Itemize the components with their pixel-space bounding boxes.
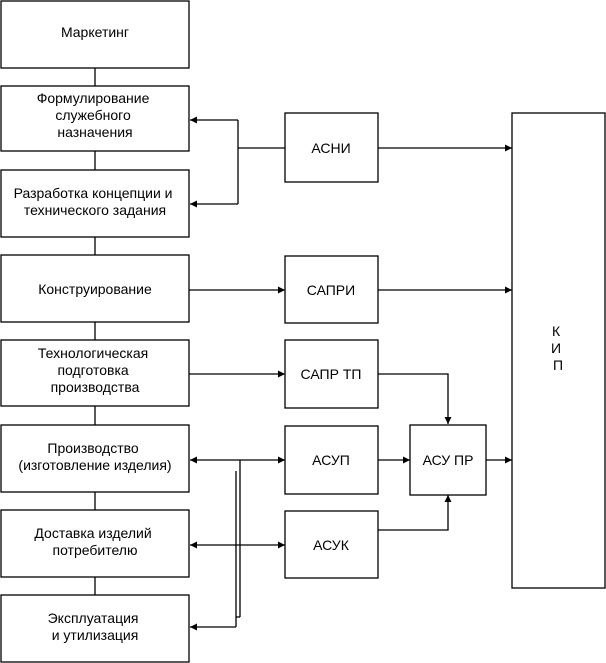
stage-formulation-line-2: служебного bbox=[55, 107, 131, 123]
stage-techprep: Технологическая подготовка производства bbox=[0, 339, 190, 407]
stage-design-line-1: Конструирование bbox=[38, 281, 152, 297]
system-boxes: АСНИ САПРИ САПР ТП АСУП АСУК bbox=[284, 112, 487, 579]
system-asupr-label: АСУ ПР bbox=[423, 452, 474, 468]
stage-production: Производство (изготовление изделия) bbox=[0, 424, 190, 493]
stage-marketing: Маркетинг bbox=[0, 0, 190, 69]
svg-text:Эксплуатация и утилиза: Эксплуатация и утилизация bbox=[48, 610, 143, 643]
svg-text:АСУП: АСУП bbox=[312, 452, 350, 468]
system-sapri-label: САПРИ bbox=[307, 282, 355, 298]
stage-production-line-2: (изготовление изделия) bbox=[18, 457, 171, 473]
system-asuk-label: АСУК bbox=[313, 537, 350, 553]
connectors bbox=[94, 68, 512, 631]
stage-formulation: Формулирование служебного назначения bbox=[0, 85, 190, 152]
system-asni-label: АСНИ bbox=[311, 140, 350, 156]
system-saprtp-label: САПР ТП bbox=[301, 366, 362, 382]
stage-concept: Разработка концепции и технического зада… bbox=[0, 169, 190, 238]
system-asup: АСУП bbox=[284, 425, 379, 495]
stage-boxes: Маркетинг Формулирование служебного назн… bbox=[0, 0, 190, 663]
svg-text:АСНИ: АСНИ bbox=[311, 140, 350, 156]
stage-marketing-line-1: Маркетинг bbox=[61, 24, 129, 40]
arrow-asuk-asupr bbox=[378, 495, 452, 531]
kip-letter-3: П bbox=[553, 357, 563, 373]
stage-concept-line-1: Разработка концепции и bbox=[14, 185, 173, 201]
kip-letter-1: К bbox=[552, 323, 561, 339]
stage-operation: Эксплуатация и утилизация bbox=[0, 594, 190, 663]
svg-text:Конструирование: Конструирование bbox=[38, 281, 152, 297]
kip-box: К И П bbox=[511, 112, 606, 589]
stage-techprep-line-2: подготовка bbox=[57, 362, 128, 378]
system-asuk: АСУК bbox=[284, 510, 379, 579]
stage-operation-line-1: Эксплуатация bbox=[48, 610, 139, 626]
stage-design: Конструирование bbox=[0, 254, 190, 323]
arrow-saprtp-asupr bbox=[378, 373, 452, 424]
stage-delivery: Доставка изделий потребителю bbox=[0, 509, 190, 578]
stage-concept-line-2: технического задания bbox=[24, 202, 166, 218]
system-asup-label: АСУП bbox=[312, 452, 350, 468]
system-saprtp: САПР ТП bbox=[284, 339, 379, 409]
stage-techprep-line-1: Технологическая bbox=[38, 345, 148, 361]
stage-operation-line-2: и утилизация bbox=[52, 627, 139, 643]
stage-formulation-line-1: Формулирование bbox=[37, 90, 150, 106]
svg-text:Производство (изготовл: Производство (изготовление изделия) bbox=[18, 440, 171, 473]
stage-delivery-line-2: потребителю bbox=[53, 542, 138, 558]
svg-text:К И П: К И П bbox=[551, 323, 565, 373]
svg-text:Доставка изделий потре: Доставка изделий потребителю bbox=[34, 525, 155, 558]
svg-text:АСУК: АСУК bbox=[313, 537, 350, 553]
system-sapri: САПРИ bbox=[284, 255, 379, 324]
stage-production-line-1: Производство bbox=[47, 440, 138, 456]
svg-text:САПРИ: САПРИ bbox=[307, 282, 355, 298]
svg-text:АСУ ПР: АСУ ПР bbox=[423, 452, 474, 468]
svg-text:Технологическая подгот: Технологическая подготовка производства bbox=[38, 345, 152, 395]
stage-techprep-line-3: производства bbox=[51, 379, 140, 395]
stage-delivery-line-1: Доставка изделий bbox=[34, 525, 151, 541]
system-asni: АСНИ bbox=[284, 112, 379, 183]
svg-text:Маркетинг: Маркетинг bbox=[61, 24, 129, 40]
svg-text:САПР ТП: САПР ТП bbox=[301, 366, 362, 382]
svg-text:Разработка концепции и: Разработка концепции и технического зада… bbox=[14, 185, 177, 218]
stage-formulation-line-3: назначения bbox=[57, 124, 132, 140]
system-asupr: АСУ ПР bbox=[409, 424, 487, 496]
svg-text:Формулирование служебн: Формулирование служебного назначения bbox=[37, 90, 154, 140]
kip-letter-2: И bbox=[551, 340, 561, 356]
